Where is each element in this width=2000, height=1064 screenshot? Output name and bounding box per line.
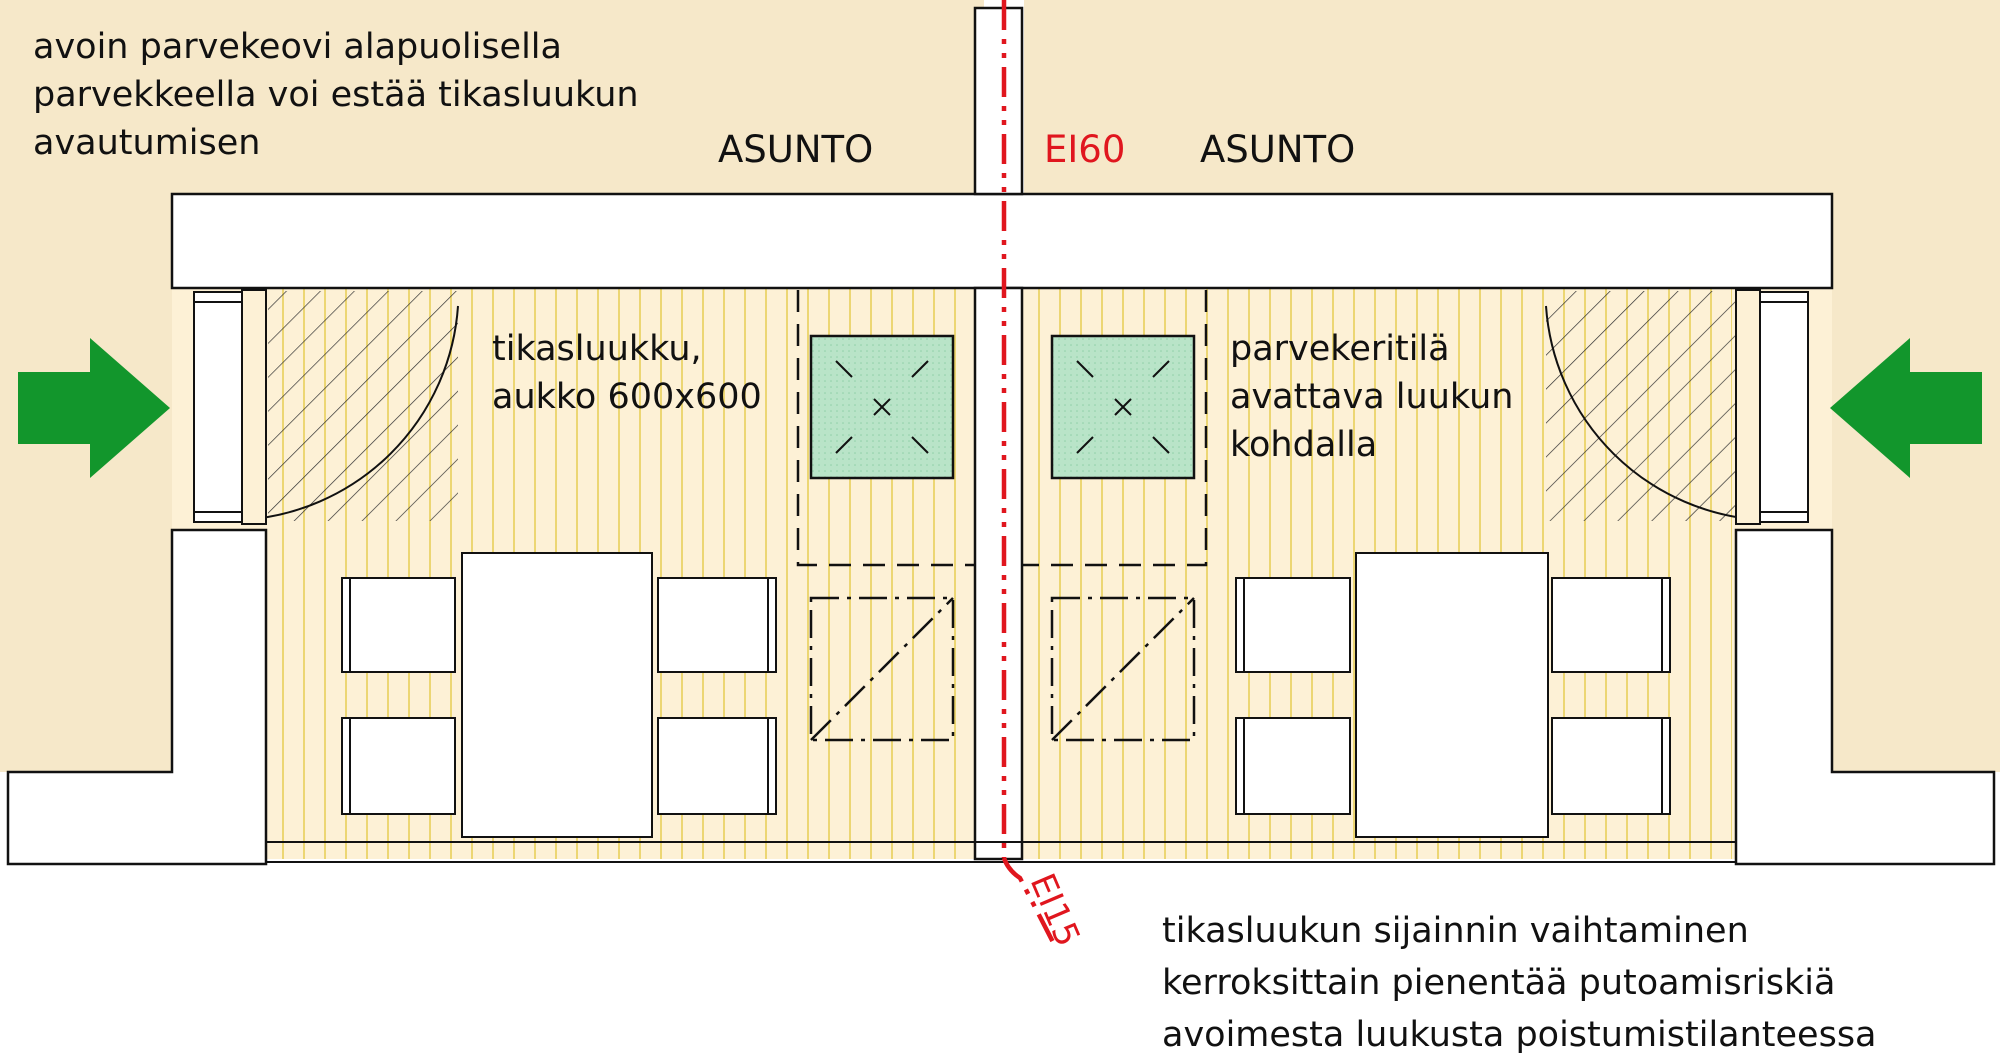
door-note: avoin parvekeovi alapuolisella parvekkee… bbox=[33, 27, 650, 163]
side-wall-right bbox=[1734, 528, 1996, 866]
furniture-right bbox=[1235, 552, 1671, 838]
grating-label: parvekeritilä avattava luukun kohdalla bbox=[1230, 329, 1525, 465]
side-wall-left bbox=[6, 528, 268, 866]
chair-left-4 bbox=[657, 717, 769, 815]
lower-hatch-right bbox=[1050, 596, 1196, 742]
room-label-left: ASUNTO bbox=[718, 128, 873, 171]
arrow-left-icon bbox=[1830, 338, 1982, 478]
fire-compartment-line bbox=[1001, 0, 1059, 950]
chair-left-3 bbox=[657, 577, 769, 673]
furniture-left bbox=[341, 552, 777, 838]
partition-wall-top bbox=[973, 6, 1024, 196]
table-left bbox=[461, 552, 653, 838]
chair-right-2 bbox=[1243, 717, 1351, 815]
apartment-right-area bbox=[1024, 0, 2000, 194]
balcony-door-right bbox=[1735, 289, 1809, 525]
door-swing-arc-right bbox=[1545, 305, 1763, 521]
bottom-note: tikasluukun sijainnin vaihtaminen kerrok… bbox=[1162, 911, 1877, 1055]
grating-opening-left bbox=[796, 290, 975, 567]
fire-class-partition: EI15 bbox=[1022, 868, 1088, 952]
ladder-hatch-left bbox=[809, 334, 955, 480]
door-swing-arc-left bbox=[241, 305, 459, 521]
partition-wall-balcony bbox=[973, 286, 1024, 861]
hatch-label: tikasluukku, aukko 600x600 bbox=[492, 329, 762, 417]
table-right bbox=[1355, 552, 1549, 838]
door-swing-area-left bbox=[268, 291, 458, 521]
chair-left-2 bbox=[349, 717, 456, 815]
fire-class-wall: EI60 bbox=[1044, 128, 1125, 171]
chair-left-1 bbox=[349, 577, 456, 673]
door-swing-area-right bbox=[1546, 291, 1736, 521]
lower-hatch-left bbox=[809, 596, 955, 742]
room-label-right: ASUNTO bbox=[1200, 128, 1355, 171]
grating-opening-right bbox=[1022, 290, 1208, 567]
apartment-right-side bbox=[1832, 194, 2000, 772]
chair-right-4 bbox=[1551, 717, 1663, 815]
apartment-left-side bbox=[0, 194, 172, 772]
apartment-left-area bbox=[0, 0, 984, 194]
balcony-door-left bbox=[193, 289, 267, 525]
ladder-hatch-right bbox=[1050, 334, 1196, 480]
arrow-right-icon bbox=[18, 338, 170, 478]
chair-right-1 bbox=[1243, 577, 1351, 673]
chair-right-3 bbox=[1551, 577, 1663, 673]
